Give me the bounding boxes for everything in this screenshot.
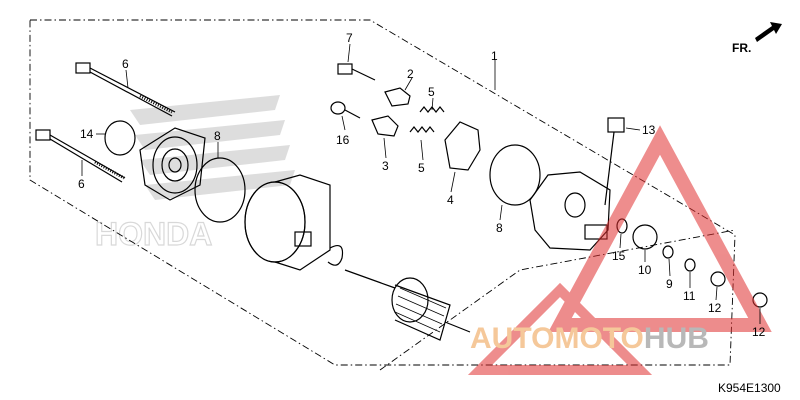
yoke-housing bbox=[244, 174, 331, 271]
armature bbox=[344, 269, 471, 341]
long-bolt-upper bbox=[75, 62, 176, 117]
callout-5-lower: 5 bbox=[418, 161, 425, 175]
honda-wing-logo: HONDA bbox=[94, 95, 295, 253]
o-ring-8-right bbox=[489, 144, 541, 206]
brush-holder-3 bbox=[371, 115, 399, 137]
pinion-10 bbox=[632, 224, 658, 250]
retaining-clip bbox=[327, 245, 344, 266]
callout-13: 13 bbox=[642, 123, 656, 137]
callout-15: 15 bbox=[612, 249, 626, 263]
callout-14: 14 bbox=[80, 127, 94, 141]
o-ring-8-left bbox=[194, 157, 246, 223]
callout-16: 16 bbox=[336, 133, 350, 147]
callout-10: 10 bbox=[638, 263, 652, 277]
long-bolt-lower bbox=[35, 129, 126, 183]
callouts: 1 2 3 4 5 5 6 6 7 8 8 9 10 11 12 12 13 1… bbox=[78, 31, 766, 339]
watermark-part2: HUB bbox=[644, 322, 709, 355]
watermark-part1: AUTOMOTO bbox=[470, 322, 644, 355]
diagram-code: K954E1300 bbox=[718, 381, 781, 395]
front-arrow-icon bbox=[755, 22, 782, 42]
callout-7: 7 bbox=[346, 31, 353, 45]
front-cover bbox=[139, 127, 206, 201]
callout-3: 3 bbox=[382, 159, 389, 173]
spring-5-lower bbox=[409, 126, 435, 133]
callout-12-lower: 12 bbox=[752, 325, 766, 339]
brand-text: HONDA bbox=[95, 216, 212, 252]
nut-12-upper bbox=[710, 271, 726, 287]
watermark-text: AUTOMOTOHUB bbox=[470, 322, 709, 355]
o-ring-14 bbox=[104, 120, 136, 156]
assembly-frame bbox=[29, 19, 736, 366]
callout-6-upper: 6 bbox=[122, 57, 129, 71]
callout-1: 1 bbox=[491, 49, 498, 63]
callout-8-right: 8 bbox=[496, 221, 503, 235]
leader-lines bbox=[81, 43, 761, 324]
callout-5-upper: 5 bbox=[428, 85, 435, 99]
callout-8-left: 8 bbox=[214, 129, 221, 143]
washer-9 bbox=[662, 245, 674, 259]
rear-cover bbox=[529, 171, 611, 251]
callout-11: 11 bbox=[683, 289, 696, 303]
brush-holder-2 bbox=[384, 87, 411, 107]
direction-label: FR. bbox=[732, 41, 751, 55]
callout-4: 4 bbox=[447, 193, 454, 207]
screw-7 bbox=[337, 63, 376, 81]
bolt-13 bbox=[604, 117, 625, 206]
callout-12-upper: 12 bbox=[708, 301, 722, 315]
callout-9: 9 bbox=[666, 277, 673, 291]
callout-6-lower: 6 bbox=[78, 177, 85, 191]
washer-11 bbox=[684, 258, 696, 272]
watermark-triangles bbox=[467, 125, 772, 375]
brush-plate-4 bbox=[444, 121, 481, 171]
screw-16 bbox=[330, 101, 361, 119]
callout-2: 2 bbox=[407, 67, 414, 81]
